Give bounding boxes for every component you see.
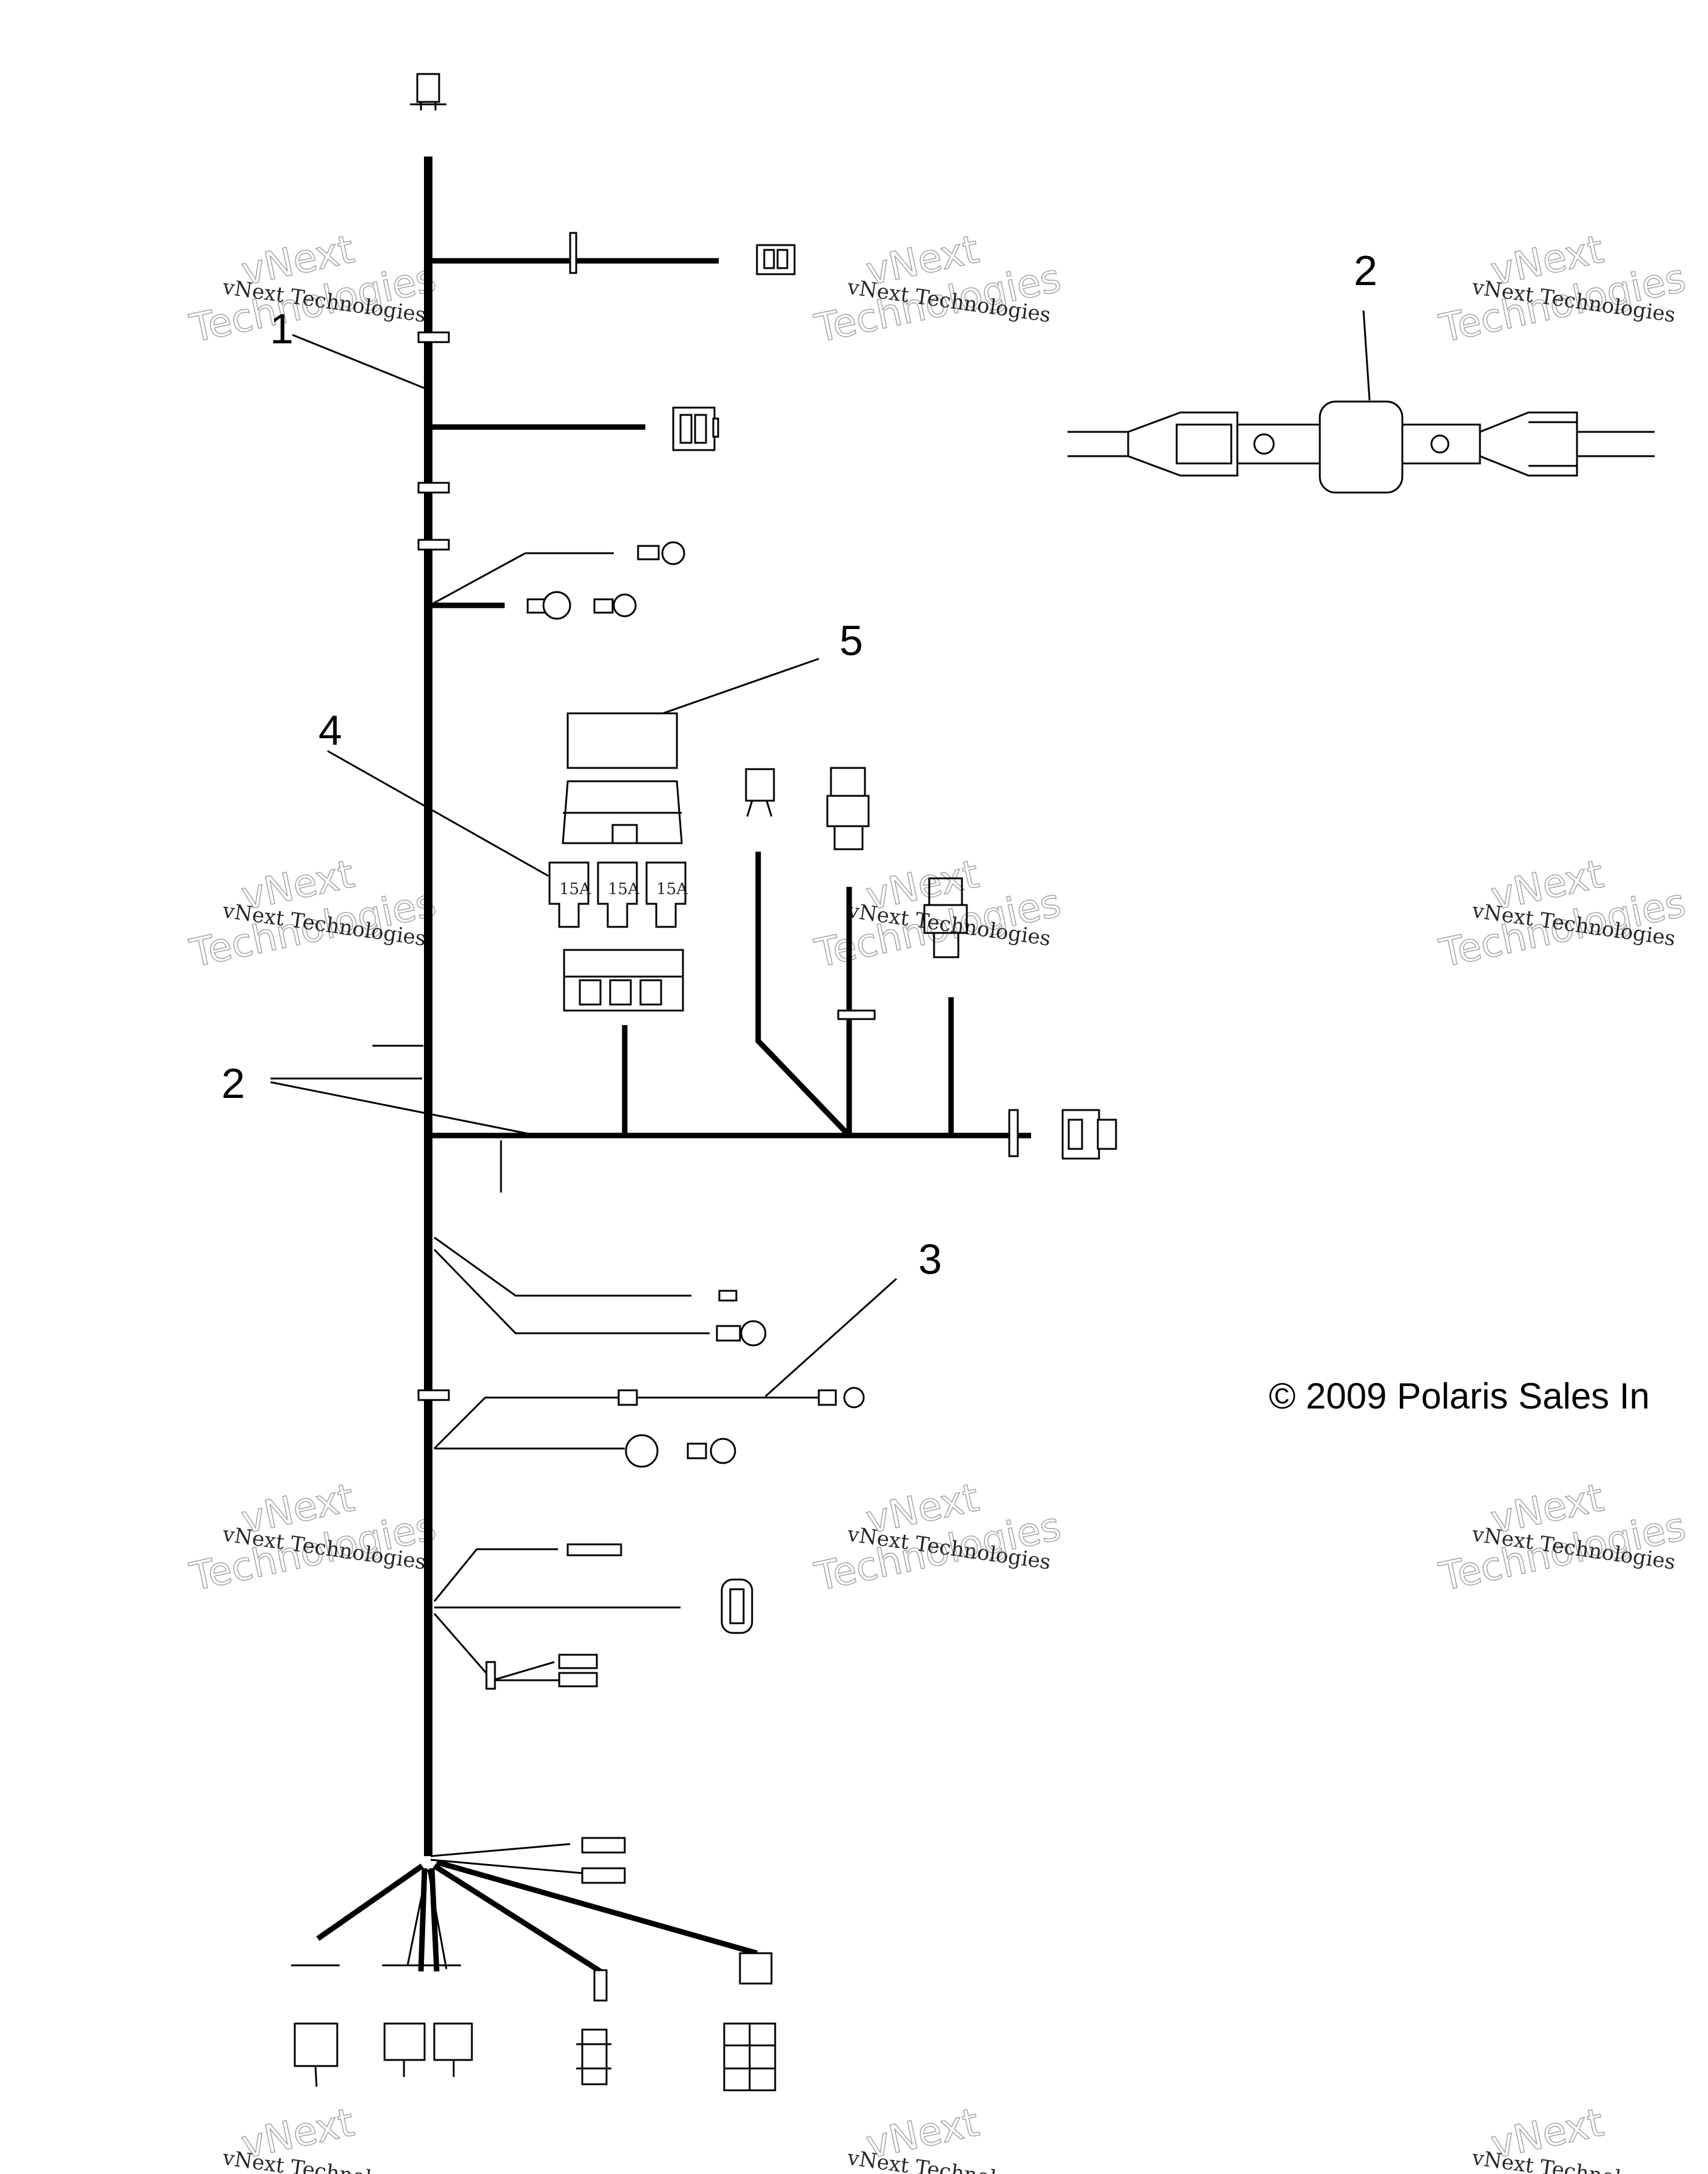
callout-cover: 5 (567, 617, 863, 769)
copyright-text: © 2009 Polaris Sales In (1269, 1376, 1650, 1416)
fuse-icon: 15A (645, 861, 688, 928)
relay-icon (745, 768, 775, 802)
main-harness (410, 73, 446, 1856)
svg-text:15A: 15A (608, 880, 640, 898)
connector-icon (756, 244, 796, 275)
ring-terminal-icon (625, 1434, 736, 1468)
fuse-icon: 15A (597, 861, 640, 928)
bottom-fanout (291, 1837, 773, 2002)
relay-assembly: 2 (1068, 247, 1655, 494)
callout-fuse: 4 15A 15A 15A (318, 707, 688, 928)
svg-text:15A: 15A (559, 880, 591, 898)
ring-terminal-icon (718, 1290, 738, 1302)
callout-label: 2 (221, 1060, 245, 1107)
upper-branches (417, 232, 796, 620)
connector-icon (1061, 1109, 1117, 1160)
watermarks: vNext Technologies Technologies vNext vN… (186, 227, 1690, 2174)
connector-icon (923, 877, 968, 958)
connector-icon (294, 2022, 338, 2087)
fuse-icon: 15A (548, 861, 591, 928)
connector-icon (576, 2028, 611, 2085)
connector-icon (721, 1578, 753, 1634)
callout-relay-left: 2 (221, 1045, 1117, 1193)
fuse-box-icon (562, 780, 684, 1136)
callout-label: 4 (318, 707, 342, 754)
connector-icon (826, 767, 870, 850)
callout-label: 1 (270, 305, 294, 352)
lower-branches (433, 1543, 753, 1690)
bottom-connectors (294, 2022, 776, 2092)
callout-label: 2 (1354, 247, 1377, 294)
callout-label: 5 (839, 617, 863, 664)
svg-text:15A: 15A (656, 880, 688, 898)
ring-terminal-icon (526, 591, 637, 620)
connector-icon (433, 2022, 473, 2077)
callout-harness: 1 (270, 305, 425, 389)
connector-icon (383, 2022, 426, 2077)
ring-terminal-icon (818, 1387, 865, 1408)
ring-terminal-icon (716, 1320, 767, 1347)
center-relays (745, 767, 968, 1138)
callout-label: 3 (918, 1236, 942, 1283)
connector-icon (672, 406, 719, 451)
callout-ground-leads: 3 (417, 1236, 942, 1468)
connector-icon (723, 2022, 776, 2092)
ring-terminal-icon (637, 541, 685, 565)
relay-icon (1319, 400, 1404, 494)
fuse-box-cover-icon (567, 712, 678, 769)
